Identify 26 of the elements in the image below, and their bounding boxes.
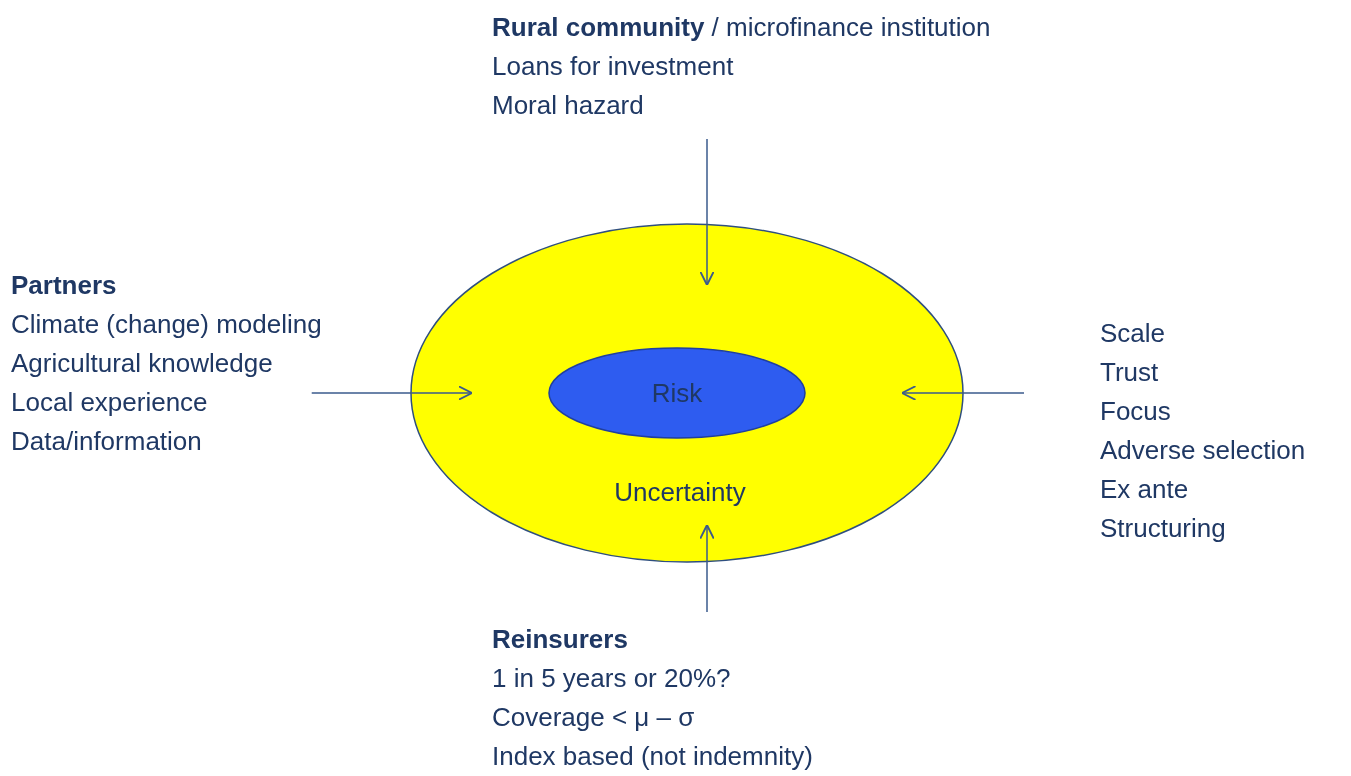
list-text: Moral hazard [492,89,644,122]
list-text: Focus [1100,395,1171,428]
list-text: Agricultural knowledge [11,347,273,380]
list-text: Loans for investment [492,50,734,83]
list-text: Adverse selection [1100,434,1306,467]
ellipse-label: Risk [651,377,703,409]
ellipse-label: Uncertainty [614,476,746,508]
list-text: Ex ante [1100,473,1189,506]
heading-text: Reinsurers [492,623,628,656]
list-text: Index based (not indemnity) [492,740,813,773]
arrow [699,524,715,613]
list-text: Trust [1100,356,1159,389]
list-text: 1 in 5 years or 20%? [492,662,731,695]
list-text: Rural community / microfinance institution [492,11,991,44]
ellipse-shape [548,347,806,439]
arrow [310,385,473,401]
arrow [901,385,1025,401]
list-text: Local experience [11,386,208,419]
list-text: Climate (change) modeling [11,308,322,341]
list-text: Scale [1100,317,1166,350]
ellipse-shape [410,223,964,563]
arrow [699,138,715,286]
list-text: Data/information [11,425,202,458]
list-text: Coverage < μ – σ [492,701,695,734]
heading-text: Partners [11,269,117,302]
list-text: Structuring [1100,512,1226,545]
